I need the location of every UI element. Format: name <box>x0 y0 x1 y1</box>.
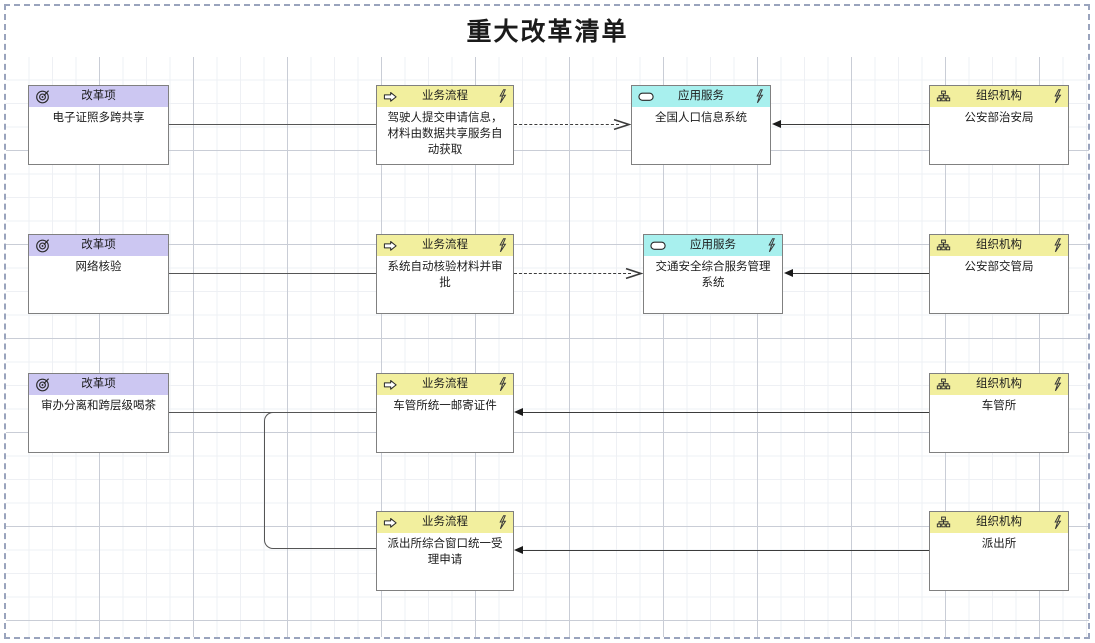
node-type-label: 业务流程 <box>422 89 468 102</box>
rounded-rect-icon <box>650 238 666 253</box>
lightning-icon <box>1052 377 1063 392</box>
node-header: 应用服务 <box>632 86 770 107</box>
target-icon <box>35 238 50 253</box>
arrow-head-org2-svc2 <box>784 269 793 277</box>
node-body-text: 网络核验 <box>75 261 122 273</box>
arrow-head-org3-proc3 <box>514 408 523 416</box>
node-header: 业务流程 <box>377 235 513 256</box>
arrow-right-icon <box>383 515 398 530</box>
org-chart-icon <box>936 515 951 530</box>
node-proc-1[interactable]: 业务流程 驾驶人提交申请信息，材料由数据共享服务自动获取 <box>376 85 514 165</box>
lightning-icon <box>754 89 765 104</box>
page-title: 重大改革清单 <box>466 18 629 46</box>
node-org-4[interactable]: 组织机构 派出所 <box>929 511 1069 591</box>
arrow-head-org1-svc1 <box>772 120 781 128</box>
org-chart-icon <box>936 238 951 253</box>
node-org-3[interactable]: 组织机构 车管所 <box>929 373 1069 453</box>
node-header: 业务流程 <box>377 512 513 533</box>
node-body-text: 全国人口信息系统 <box>655 112 747 124</box>
arrow-head-proc2-svc2 <box>624 266 644 286</box>
node-goal-1[interactable]: 改革项 电子证照多跨共享 <box>28 85 169 165</box>
lightning-icon <box>497 515 508 530</box>
node-body-text: 系统自动核验材料并审批 <box>387 261 503 289</box>
connector-org4-proc4 <box>523 550 929 551</box>
node-header: 组织机构 <box>930 235 1068 256</box>
node-body-text: 驾驶人提交申请信息，材料由数据共享服务自动获取 <box>387 112 503 156</box>
node-type-label: 应用服务 <box>678 89 724 102</box>
node-body-text: 公安部交管局 <box>964 261 1034 273</box>
connector-org3-proc3 <box>523 412 929 413</box>
connector-proc2-svc2 <box>514 273 631 274</box>
rounded-rect-icon <box>638 89 654 104</box>
node-proc-4[interactable]: 业务流程 派出所综合窗口统一受理申请 <box>376 511 514 591</box>
arrow-head-proc1-svc1 <box>612 117 632 137</box>
lightning-icon <box>766 238 777 253</box>
node-header: 改革项 <box>29 86 168 107</box>
lightning-icon <box>497 377 508 392</box>
node-header: 业务流程 <box>377 86 513 107</box>
lightning-icon <box>497 238 508 253</box>
node-type-label: 业务流程 <box>422 377 468 390</box>
target-icon <box>35 89 50 104</box>
node-type-label: 改革项 <box>81 238 116 251</box>
node-body-text: 车管所统一邮寄证件 <box>393 400 497 412</box>
connector-proc1-svc1 <box>514 124 619 125</box>
node-body-text: 派出所 <box>981 538 1017 550</box>
node-body-text: 电子证照多跨共享 <box>52 112 145 124</box>
node-type-label: 改革项 <box>81 377 116 390</box>
node-header: 改革项 <box>29 235 168 256</box>
node-org-1[interactable]: 组织机构 公安部治安局 <box>929 85 1069 165</box>
node-header: 改革项 <box>29 374 168 395</box>
lightning-icon <box>497 89 508 104</box>
node-type-label: 组织机构 <box>976 89 1022 102</box>
org-chart-icon <box>936 89 951 104</box>
node-type-label: 组织机构 <box>976 515 1022 528</box>
node-type-label: 组织机构 <box>976 377 1022 390</box>
connector-org2-svc2 <box>793 273 929 274</box>
arrow-head-org4-proc4 <box>514 546 523 554</box>
arrow-right-icon <box>383 377 398 392</box>
node-type-label: 改革项 <box>81 89 116 102</box>
node-svc-1[interactable]: 应用服务 全国人口信息系统 <box>631 85 771 165</box>
connector-goal2-proc2 <box>169 273 376 274</box>
node-body-text: 车管所 <box>981 400 1017 412</box>
org-chart-icon <box>936 377 951 392</box>
node-body-text: 公安部治安局 <box>964 112 1034 124</box>
node-body-text: 审办分离和跨层级喝茶 <box>41 400 156 412</box>
grid-background <box>6 57 1089 637</box>
lightning-icon <box>1052 238 1063 253</box>
node-type-label: 业务流程 <box>422 238 468 251</box>
node-type-label: 业务流程 <box>422 515 468 528</box>
lightning-icon <box>1052 89 1063 104</box>
target-icon <box>35 377 50 392</box>
arrow-right-icon <box>383 89 398 104</box>
node-proc-2[interactable]: 业务流程 系统自动核验材料并审批 <box>376 234 514 314</box>
arrow-right-icon <box>383 238 398 253</box>
node-body-text: 交通安全综合服务管理系统 <box>655 261 771 289</box>
connector-goal1-proc1 <box>169 124 376 125</box>
node-org-2[interactable]: 组织机构 公安部交管局 <box>929 234 1069 314</box>
node-header: 组织机构 <box>930 86 1068 107</box>
node-svc-2[interactable]: 应用服务 交通安全综合服务管理系统 <box>643 234 783 314</box>
node-type-label: 组织机构 <box>976 238 1022 251</box>
node-type-label: 应用服务 <box>690 238 736 251</box>
node-proc-3[interactable]: 业务流程 车管所统一邮寄证件 <box>376 373 514 453</box>
lightning-icon <box>1052 515 1063 530</box>
node-goal-3[interactable]: 改革项 审办分离和跨层级喝茶 <box>28 373 169 453</box>
node-header: 组织机构 <box>930 374 1068 395</box>
node-header: 组织机构 <box>930 512 1068 533</box>
connector-org1-svc1 <box>781 124 929 125</box>
node-header: 业务流程 <box>377 374 513 395</box>
node-body-text: 派出所综合窗口统一受理申请 <box>387 538 503 566</box>
connector-goal3-proc4-elbow <box>264 412 376 549</box>
node-header: 应用服务 <box>644 235 782 256</box>
node-goal-2[interactable]: 改革项 网络核验 <box>28 234 169 314</box>
